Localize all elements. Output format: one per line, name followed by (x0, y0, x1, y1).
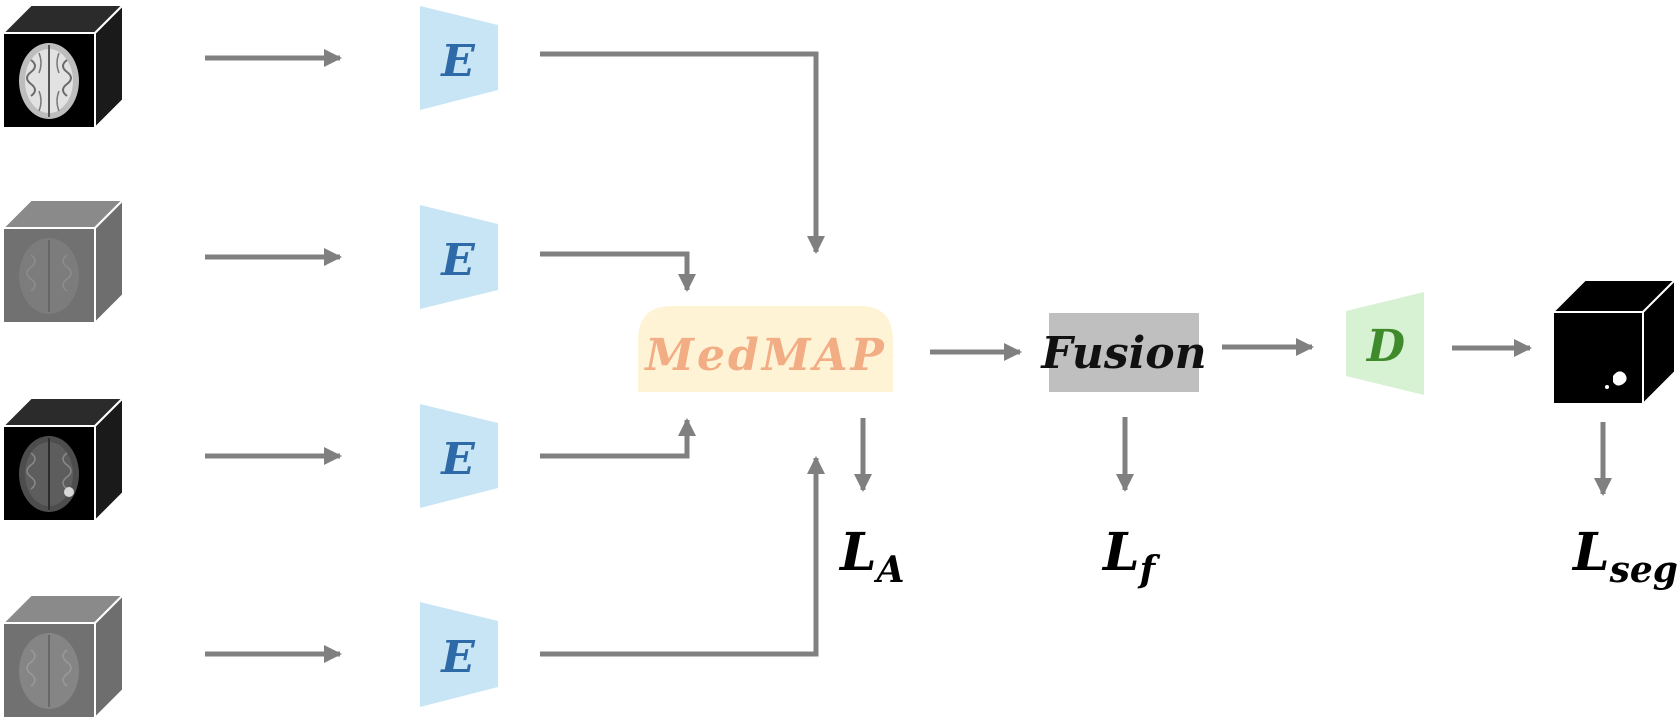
encoder-3: E (420, 404, 498, 508)
loss-lf-main: L (1101, 522, 1140, 583)
brain-slice-4 (19, 633, 79, 709)
encoder-2-label: E (439, 235, 476, 286)
encoder-1: E (420, 6, 498, 110)
decoder-label: D (1365, 321, 1405, 372)
arrow-encoder-1-to-medmap (540, 51, 825, 254)
medmap-block: MedMAP (638, 306, 893, 392)
brain-slice-1 (19, 43, 79, 119)
loss-lf: Lf (1101, 522, 1161, 591)
loss-la: LA (838, 522, 905, 591)
loss-lseg-main: L (1571, 522, 1610, 583)
output-segmentation-volume (1550, 277, 1678, 407)
encoder-4-label: E (439, 632, 476, 683)
arrow-encoder-4-to-medmap (540, 456, 825, 657)
input-volume-4 (0, 592, 126, 719)
tumor-mask (1613, 371, 1627, 386)
fusion-block: Fusion (1039, 313, 1207, 392)
brain-slice-2 (19, 238, 79, 314)
medmap-label: MedMAP (643, 330, 886, 381)
encoder-2: E (420, 205, 498, 309)
arrow-encoder-2-to-medmap (540, 251, 696, 292)
input-volume-1 (0, 2, 126, 131)
loss-lseg: Lseg (1571, 522, 1678, 591)
loss-la-sub: A (874, 549, 905, 591)
brain-slice-3 (19, 436, 79, 512)
encoder-3-label: E (439, 434, 476, 485)
decoder: D (1346, 292, 1424, 395)
loss-lseg-sub: seg (1609, 549, 1678, 591)
encoder-1-label: E (439, 36, 476, 87)
loss-la-main: L (838, 522, 877, 583)
loss-lf-sub: f (1137, 549, 1161, 591)
arrow-encoder-3-to-medmap (540, 418, 696, 459)
input-volume-2 (0, 197, 126, 326)
fusion-label: Fusion (1039, 328, 1206, 379)
input-volume-3 (0, 395, 126, 524)
encoder-4: E (420, 602, 498, 707)
